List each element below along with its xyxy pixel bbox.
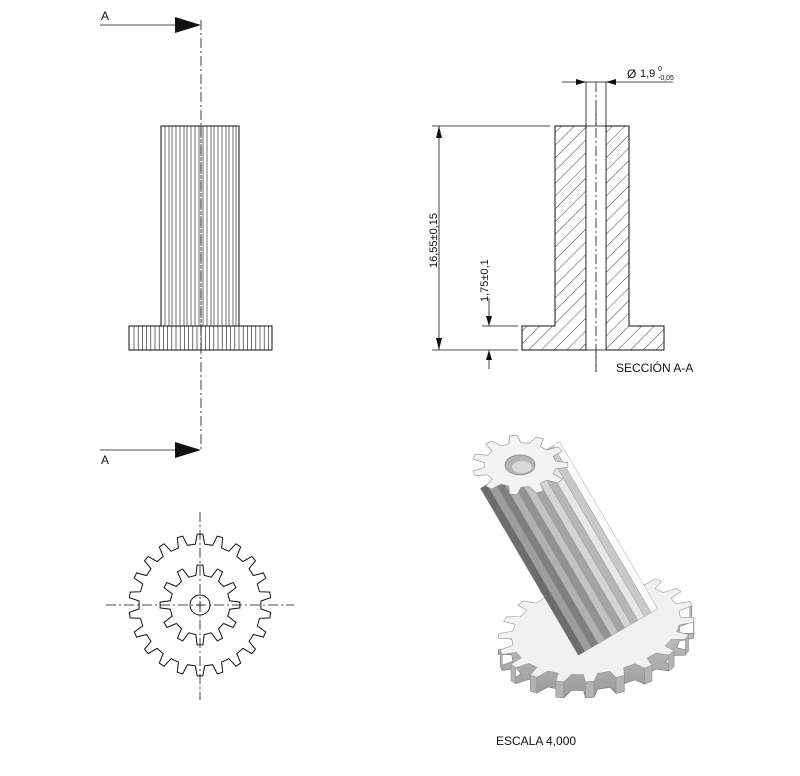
section-marker-top: A bbox=[101, 9, 109, 23]
section-label: SECCIÓN A-A bbox=[616, 360, 693, 375]
iso-shaft-top-face bbox=[472, 434, 569, 496]
isometric-view: ESCALA 4,000 bbox=[472, 434, 695, 748]
overall-height-value: 16,55±0,15 bbox=[428, 213, 440, 268]
top-view bbox=[106, 512, 294, 700]
top-view-small-gear bbox=[159, 564, 241, 646]
diameter-symbol: Ø bbox=[627, 67, 636, 81]
section-view: Ø 1,9 0 -0,05 16,55±0,15 1,75±0,1 SECCIÓ… bbox=[428, 66, 693, 375]
diameter-tol-lower: -0,05 bbox=[658, 75, 674, 82]
diameter-tol-upper: 0 bbox=[658, 66, 662, 73]
section-arrow-bottom: A bbox=[100, 442, 201, 467]
diameter-value: 1,9 bbox=[640, 68, 655, 80]
section-hatch-right bbox=[605, 125, 665, 351]
section-marker-bottom: A bbox=[101, 453, 109, 467]
iso-shaft bbox=[480, 441, 658, 656]
front-shaft-splines bbox=[164, 126, 237, 326]
overall-height-dimension: 16,55±0,15 bbox=[428, 125, 550, 351]
section-arrow-top: A bbox=[100, 9, 201, 33]
front-shaft-outline bbox=[160, 125, 240, 327]
front-gear-outline bbox=[128, 325, 273, 351]
section-hatch-left bbox=[521, 125, 587, 351]
scale-label: ESCALA 4,000 bbox=[496, 734, 576, 748]
top-view-large-gear bbox=[128, 533, 272, 677]
diameter-dimension: Ø 1,9 0 -0,05 bbox=[562, 66, 674, 126]
flange-height-dimension: 1,75±0,1 bbox=[479, 259, 518, 369]
flange-height-value: 1,75±0,1 bbox=[479, 259, 491, 302]
front-view: A A bbox=[100, 9, 273, 467]
